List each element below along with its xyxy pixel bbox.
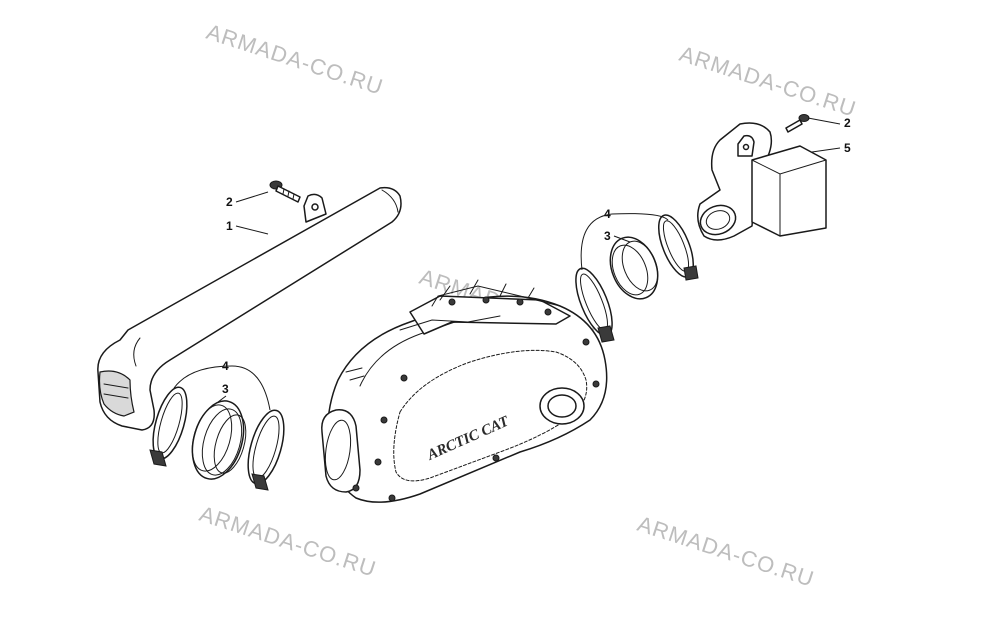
callout-3-right-boot: 3	[604, 229, 611, 243]
callout-2-right-screw: 2	[844, 116, 851, 130]
clutch-cover: ARCTIC CAT	[321, 279, 608, 503]
right-clamp-lower	[575, 267, 615, 343]
watermark-bottom-right: ARMADA-CO.RU	[634, 511, 817, 592]
frame-bracket	[345, 285, 561, 381]
callout-2-left-screw: 2	[226, 195, 233, 209]
left-clamp-front	[149, 386, 188, 467]
right-box	[751, 145, 827, 237]
watermark-top-left: ARMADA-CO.RU	[203, 19, 386, 100]
callout-3-left-boot: 3	[222, 382, 229, 396]
left-boot	[191, 400, 247, 480]
left-clamp-rear	[247, 409, 285, 491]
callout-4-right-clamps: 4	[604, 207, 611, 221]
watermark-top-right: ARMADA-CO.RU	[676, 41, 859, 122]
right-clamp-upper	[657, 214, 699, 281]
callout-5-right-box: 5	[844, 141, 851, 155]
right-boot	[609, 236, 659, 300]
left-screw	[269, 180, 301, 203]
callout-1-left-duct: 1	[226, 219, 233, 233]
right-screw	[785, 114, 810, 133]
callouts: 1 2 4 3 4 3 2 5	[173, 116, 851, 411]
left-intake-duct	[97, 186, 402, 431]
watermark-bottom-left: ARMADA-CO.RU	[196, 501, 379, 582]
